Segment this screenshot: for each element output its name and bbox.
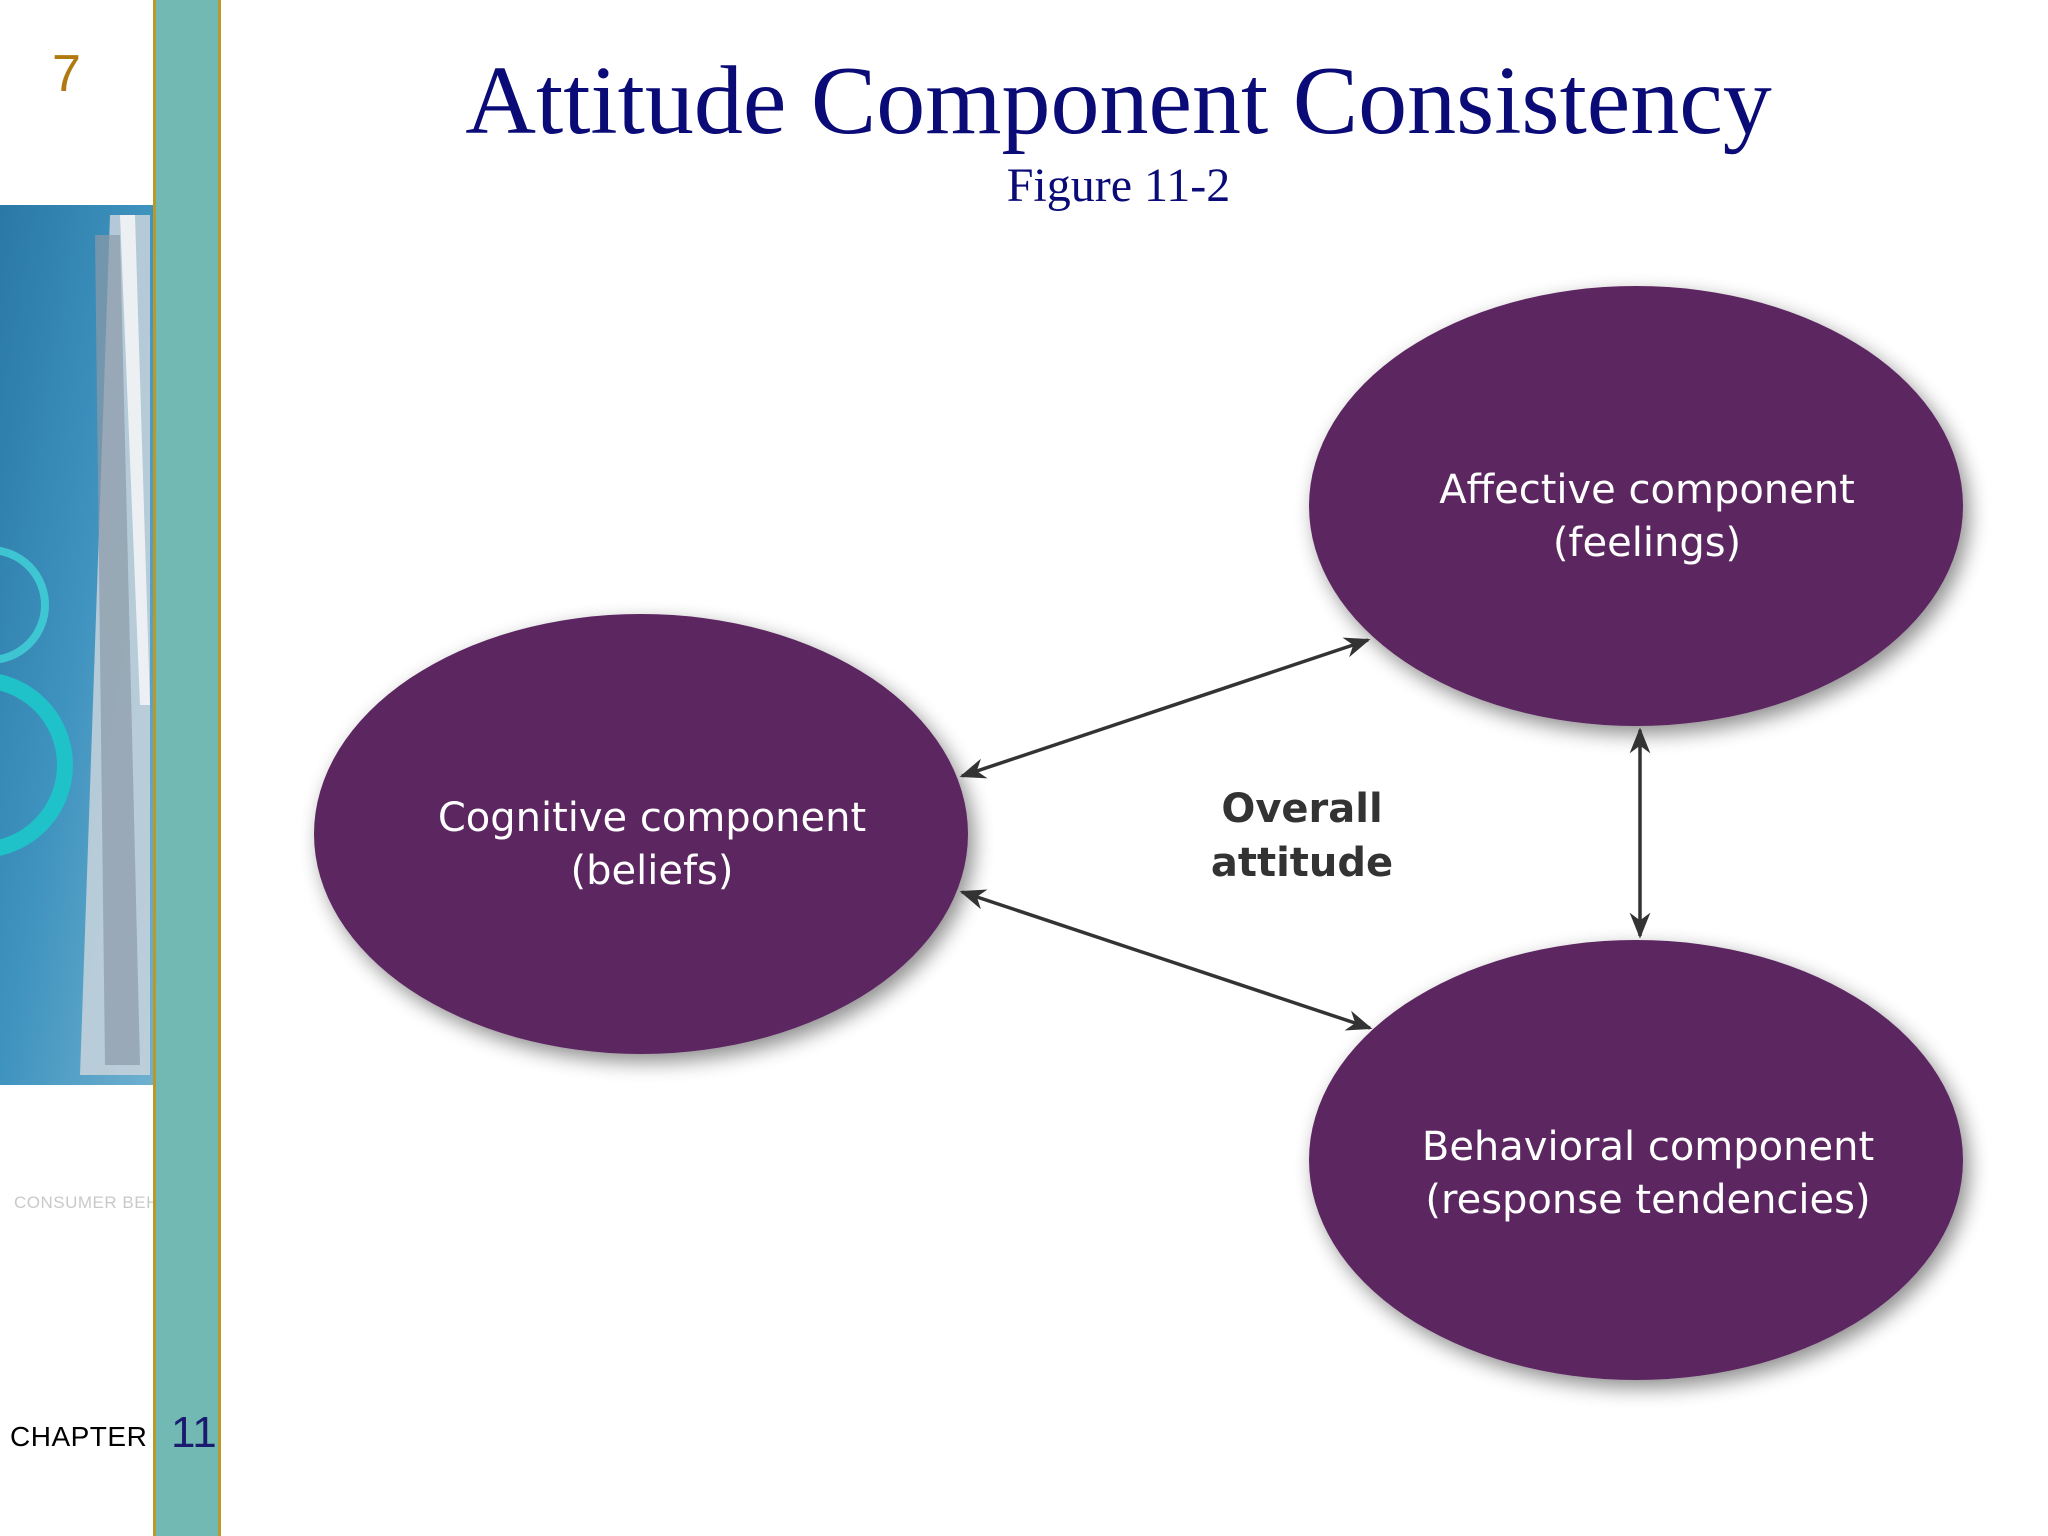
behavioral-node bbox=[1309, 940, 1963, 1380]
cognitive-node bbox=[314, 614, 968, 1054]
overall-attitude-label-line2: attitude bbox=[1211, 840, 1393, 886]
chapter-number: 11 bbox=[171, 1408, 217, 1457]
slide-title: Attitude Component Consistency bbox=[465, 47, 1772, 155]
book-cover-image: CONSUMER BEHAVIOR bbox=[0, 205, 153, 1275]
affective-node bbox=[1309, 286, 1963, 726]
cognitive-label-line1: Cognitive component bbox=[438, 795, 866, 841]
sidebar: 7 CONSUMER BEHAVIOR CHAPTER bbox=[0, 0, 155, 1536]
behavioral-label-line2: (response tendencies) bbox=[1425, 1177, 1870, 1223]
teal-sidebar-bar bbox=[153, 0, 221, 1536]
figure-caption: Figure 11-2 bbox=[1006, 159, 1231, 212]
slide-number: 7 bbox=[52, 45, 81, 103]
arrow-cognitive-affective bbox=[959, 637, 1371, 779]
book-title-watermark: CONSUMER BEHAVIOR bbox=[14, 1193, 153, 1212]
affective-label-line1: Affective component bbox=[1439, 467, 1855, 513]
overall-attitude-label-line1: Overall bbox=[1221, 786, 1382, 832]
chapter-label: CHAPTER bbox=[10, 1421, 148, 1452]
arrow-cognitive-behavioral bbox=[959, 889, 1373, 1031]
behavioral-label-line1: Behavioral component bbox=[1422, 1124, 1874, 1170]
affective-label-line2: (feelings) bbox=[1553, 520, 1741, 566]
cognitive-label-line2: (beliefs) bbox=[571, 848, 734, 894]
